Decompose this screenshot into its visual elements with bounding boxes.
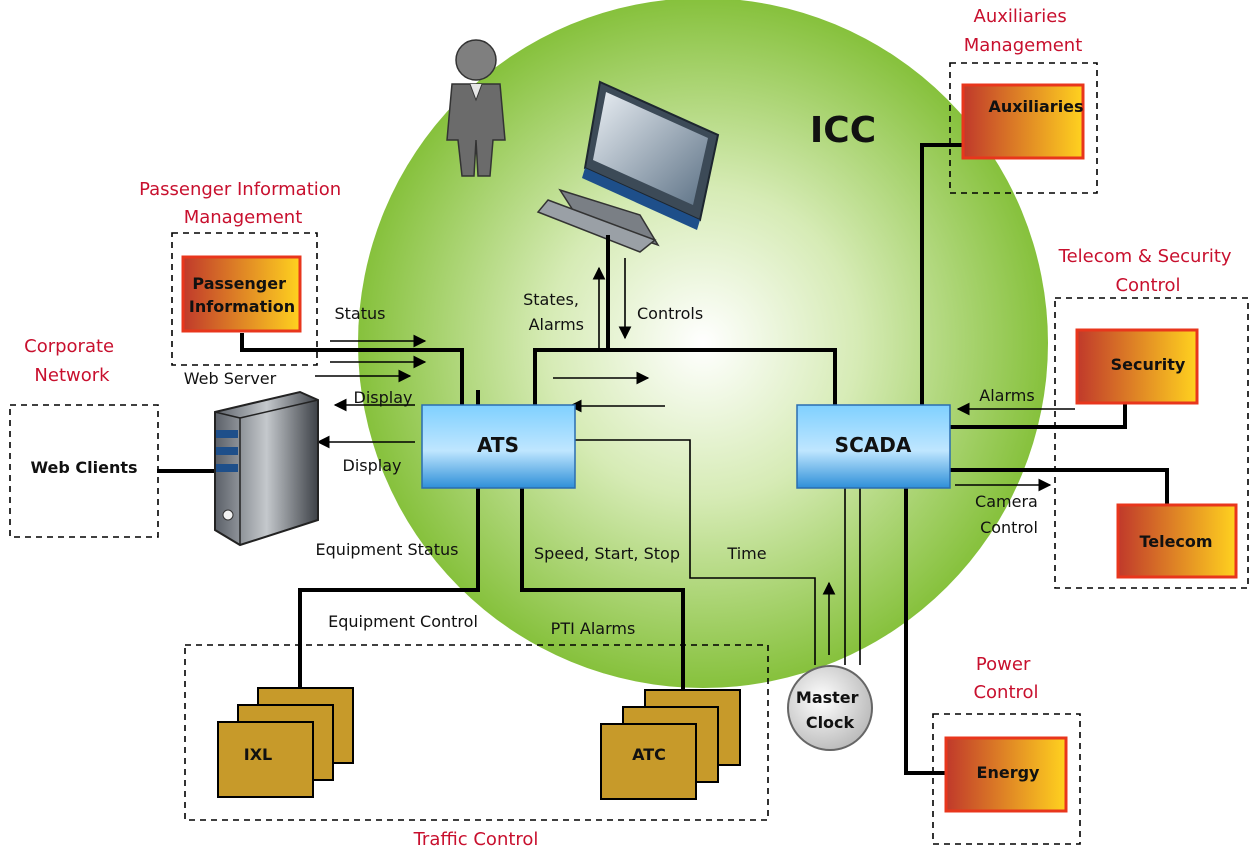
- traffic-control-group-box: [184, 644, 769, 821]
- auxiliaries-group-label: Auxiliaries Management: [964, 6, 1083, 56]
- svg-text:Energy: Energy: [977, 763, 1041, 782]
- power-control-group-box: [932, 713, 1081, 845]
- web-clients-node: Web Clients: [30, 458, 137, 477]
- power-control-group-label: Power Control: [973, 654, 1038, 703]
- telecom-security-group-label: Telecom & Security Control: [1058, 246, 1238, 296]
- thin-wires: [575, 439, 861, 665]
- web-server-label: Web Server: [184, 369, 277, 388]
- icc-circle: [358, 0, 1048, 688]
- svg-text:Telecom: Telecom: [1139, 532, 1212, 551]
- svg-text:ATC: ATC: [632, 745, 666, 764]
- flow-label-speed-start-stop: Speed, Start, Stop: [534, 544, 680, 563]
- flow-label-time: Time: [726, 544, 766, 563]
- corporate-network-group-label: Corporate Network: [24, 336, 120, 386]
- svg-text:SCADA: SCADA: [835, 433, 912, 457]
- svg-text:ATS: ATS: [477, 433, 519, 457]
- master-clock-node: Master Clock: [787, 665, 873, 751]
- flow-label-states-alarms: States, Alarms: [523, 290, 584, 334]
- flow-label-camera-control: Camera Control: [975, 492, 1043, 537]
- svg-text:Passenger Information: Passenger Information: [189, 274, 295, 316]
- flow-label-controls: Controls: [637, 304, 703, 323]
- corporate-network-group-box: [9, 404, 159, 538]
- flow-label-equipment-control: Equipment Control: [328, 612, 478, 631]
- flow-label-display-web: Display: [343, 456, 402, 475]
- svg-text:Master Clock: Master Clock: [796, 688, 864, 732]
- flow-arrows: [315, 258, 1075, 655]
- auxiliaries-node: Auxiliaries: [961, 83, 1085, 160]
- atc-node: ATC: [600, 689, 741, 800]
- passenger-info-group-box: [171, 232, 318, 366]
- passenger-info-group-label: Passenger Information Management: [139, 179, 347, 228]
- security-node: Security: [1075, 328, 1199, 405]
- flow-label-equipment-status: Equipment Status: [316, 540, 459, 559]
- auxiliaries-group-box: [949, 62, 1098, 194]
- flow-label-pti-alarms: PTI Alarms: [551, 619, 636, 638]
- telecom-node: Telecom: [1116, 503, 1238, 579]
- energy-node: Energy: [944, 736, 1068, 813]
- web-server-icon: [214, 390, 319, 547]
- operator-person-icon: [446, 39, 506, 177]
- flow-label-status: Status: [335, 304, 386, 323]
- flow-label-display-pi: Display: [354, 388, 413, 407]
- svg-text:Security: Security: [1111, 355, 1186, 374]
- flow-label-alarms: Alarms: [979, 386, 1034, 405]
- icc-label: ICC: [810, 110, 876, 151]
- svg-text:IXL: IXL: [244, 745, 272, 764]
- workstation-computer-icon: [536, 80, 720, 253]
- ixl-node: IXL: [217, 687, 354, 798]
- svg-text:Auxiliaries: Auxiliaries: [988, 97, 1083, 116]
- ats-node: ATS: [421, 404, 576, 489]
- traffic-control-group-label: Traffic Control: [413, 829, 539, 850]
- scada-node: SCADA: [796, 404, 951, 489]
- passenger-information-node: Passenger Information: [181, 255, 302, 333]
